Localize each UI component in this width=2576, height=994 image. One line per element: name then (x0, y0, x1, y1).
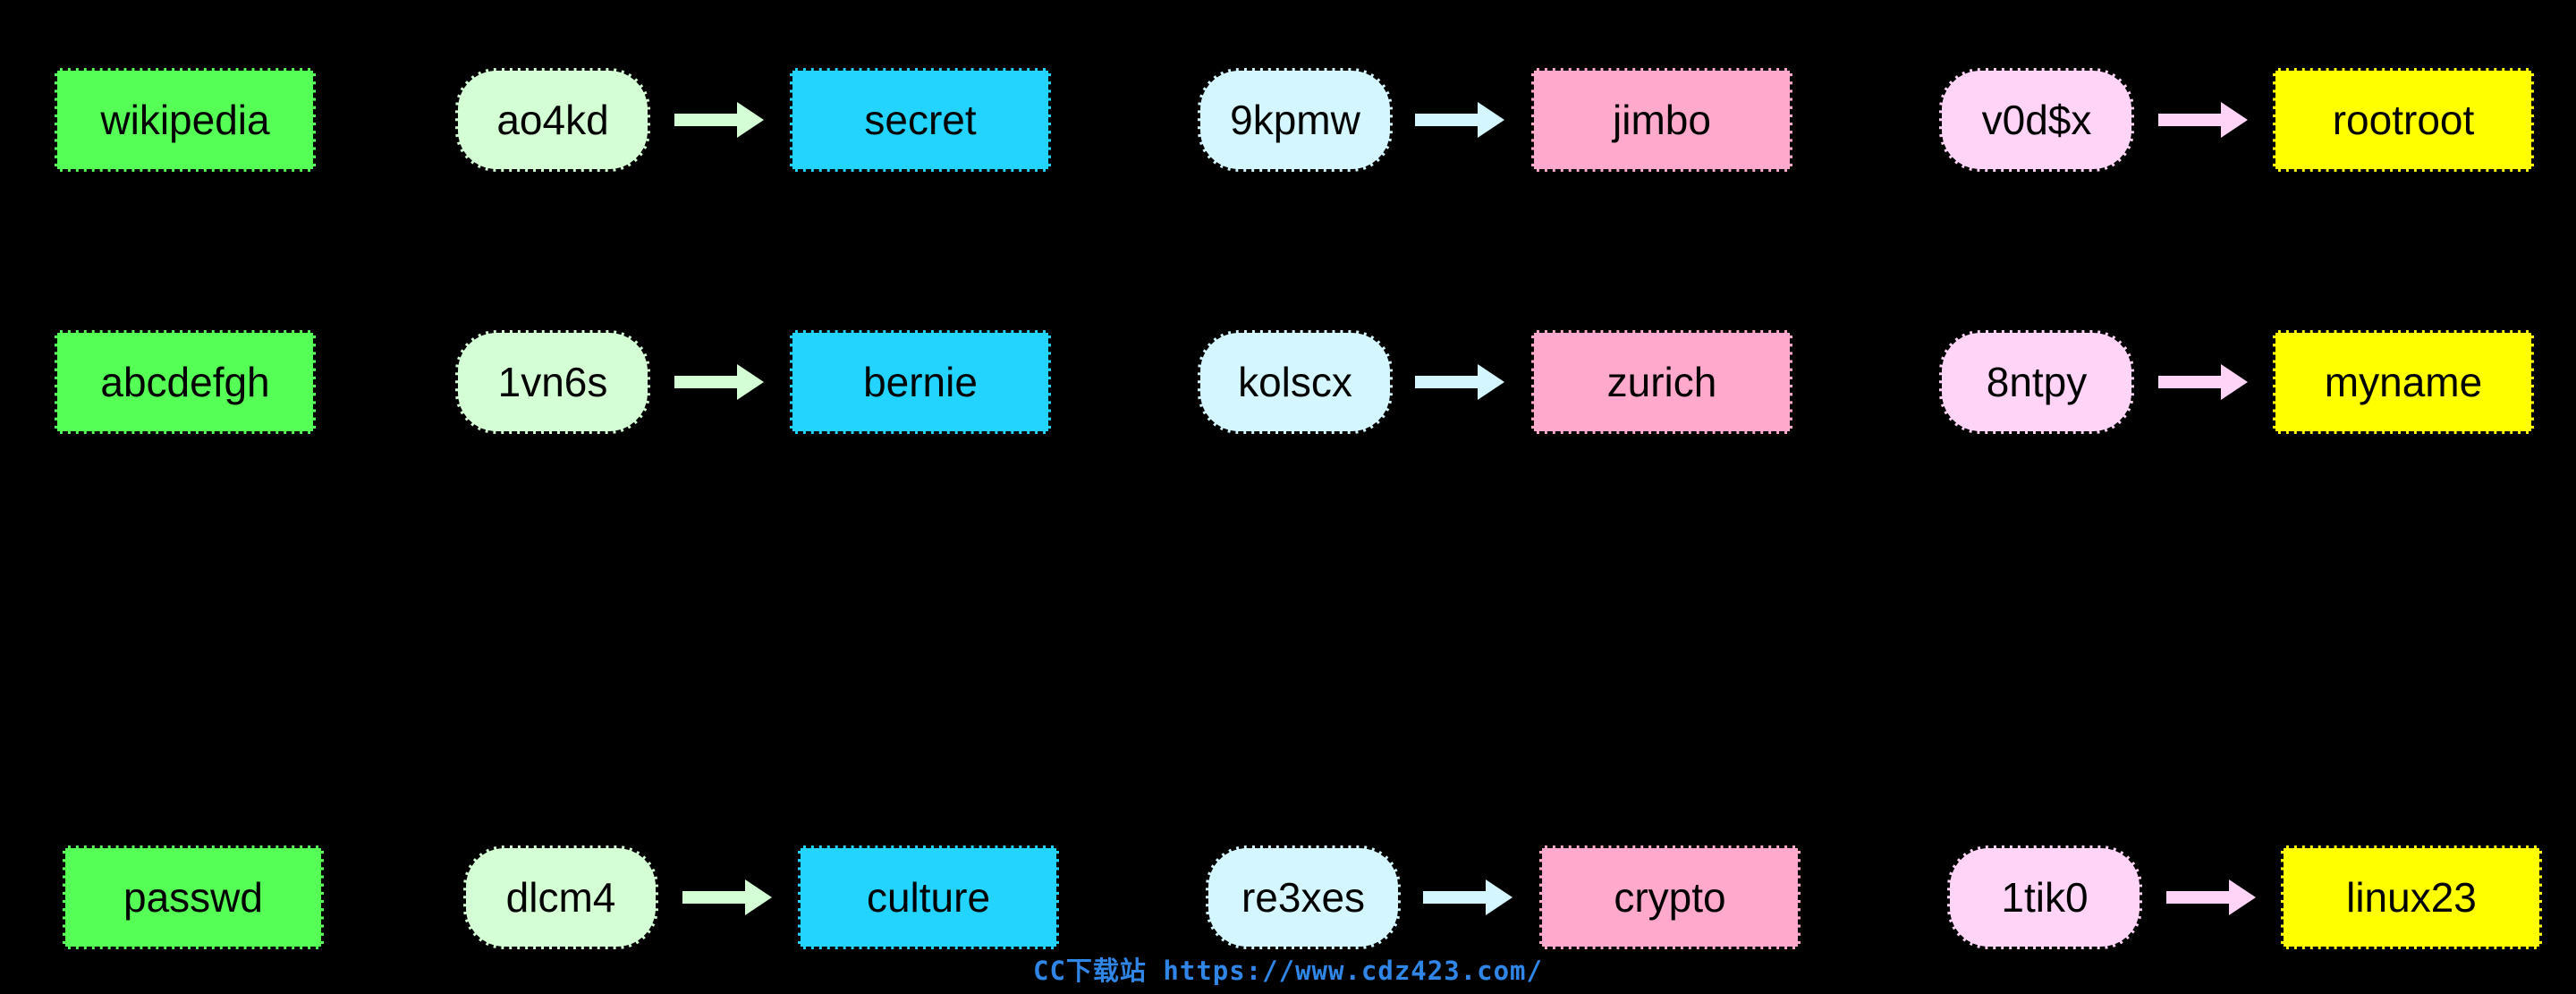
pill-group-2-row-1: 9kpmw (1198, 68, 1393, 172)
arrow-shape (1415, 364, 1504, 400)
pill-label: 8ntpy (1986, 359, 2088, 405)
pill-label: 1tik0 (2001, 874, 2089, 921)
target-label: jimbo (1613, 97, 1711, 143)
target-label: crypto (1614, 874, 1726, 921)
target-label: culture (866, 874, 991, 921)
arrow-group-1-row-3 (682, 879, 772, 915)
arrow-group-1-row-1 (674, 102, 764, 138)
pill-group-1-row-1: ao4kd (455, 68, 650, 172)
target-group-1-row-3: culture (798, 845, 1059, 949)
arrow-group-3-row-3 (2166, 879, 2256, 915)
arrow-group-1-row-2 (674, 364, 764, 400)
source-box-row-3: passwd (63, 845, 324, 949)
pill-label: 1vn6s (497, 359, 608, 405)
target-label: secret (864, 97, 977, 143)
pill-label: v0d$x (1981, 97, 2092, 143)
pill-group-1-row-3: dlcm4 (463, 845, 658, 949)
arrow-group-3-row-2 (2158, 364, 2248, 400)
target-group-2-row-2: zurich (1531, 330, 1792, 434)
target-label: linux23 (2346, 874, 2477, 921)
source-box-row-2: abcdefgh (55, 330, 316, 434)
arrow-group-2-row-1 (1415, 102, 1504, 138)
target-group-1-row-1: secret (790, 68, 1051, 172)
source-label: abcdefgh (100, 359, 270, 405)
watermark: CC下载站 https://www.cdz423.com/ (1033, 956, 1543, 986)
target-group-3-row-1: rootroot (2273, 68, 2534, 172)
source-label: passwd (123, 874, 263, 921)
arrow-shape (682, 879, 772, 915)
pill-group-3-row-3: 1tik0 (1947, 845, 2142, 949)
source-box-row-1: wikipedia (55, 68, 316, 172)
target-group-2-row-1: jimbo (1531, 68, 1792, 172)
pill-group-1-row-2: 1vn6s (455, 330, 650, 434)
arrow-shape (1415, 102, 1504, 138)
arrow-group-3-row-1 (2158, 102, 2248, 138)
arrow-shape (674, 364, 764, 400)
arrow-group-2-row-2 (1415, 364, 1504, 400)
arrow-shape (2158, 102, 2248, 138)
pill-group-2-row-3: re3xes (1206, 845, 1401, 949)
arrow-shape (674, 102, 764, 138)
target-group-3-row-2: myname (2273, 330, 2534, 434)
pill-label: 9kpmw (1230, 97, 1360, 143)
target-label: zurich (1606, 359, 1717, 405)
pill-group-3-row-1: v0d$x (1939, 68, 2134, 172)
target-group-2-row-3: crypto (1539, 845, 1801, 949)
pill-label: kolscx (1238, 359, 1352, 405)
arrow-shape (1423, 879, 1513, 915)
target-label: myname (2324, 359, 2483, 405)
target-label: bernie (863, 359, 978, 405)
pill-label: dlcm4 (505, 874, 616, 921)
target-group-1-row-2: bernie (790, 330, 1051, 434)
pill-group-3-row-2: 8ntpy (1939, 330, 2134, 434)
pill-label: re3xes (1241, 874, 1366, 921)
arrow-shape (2166, 879, 2256, 915)
arrow-group-2-row-3 (1423, 879, 1513, 915)
pill-label: ao4kd (496, 97, 609, 143)
arrow-shape (2158, 364, 2248, 400)
source-label: wikipedia (100, 97, 270, 143)
target-group-3-row-3: linux23 (2281, 845, 2542, 949)
pill-group-2-row-2: kolscx (1198, 330, 1393, 434)
target-label: rootroot (2332, 97, 2475, 143)
